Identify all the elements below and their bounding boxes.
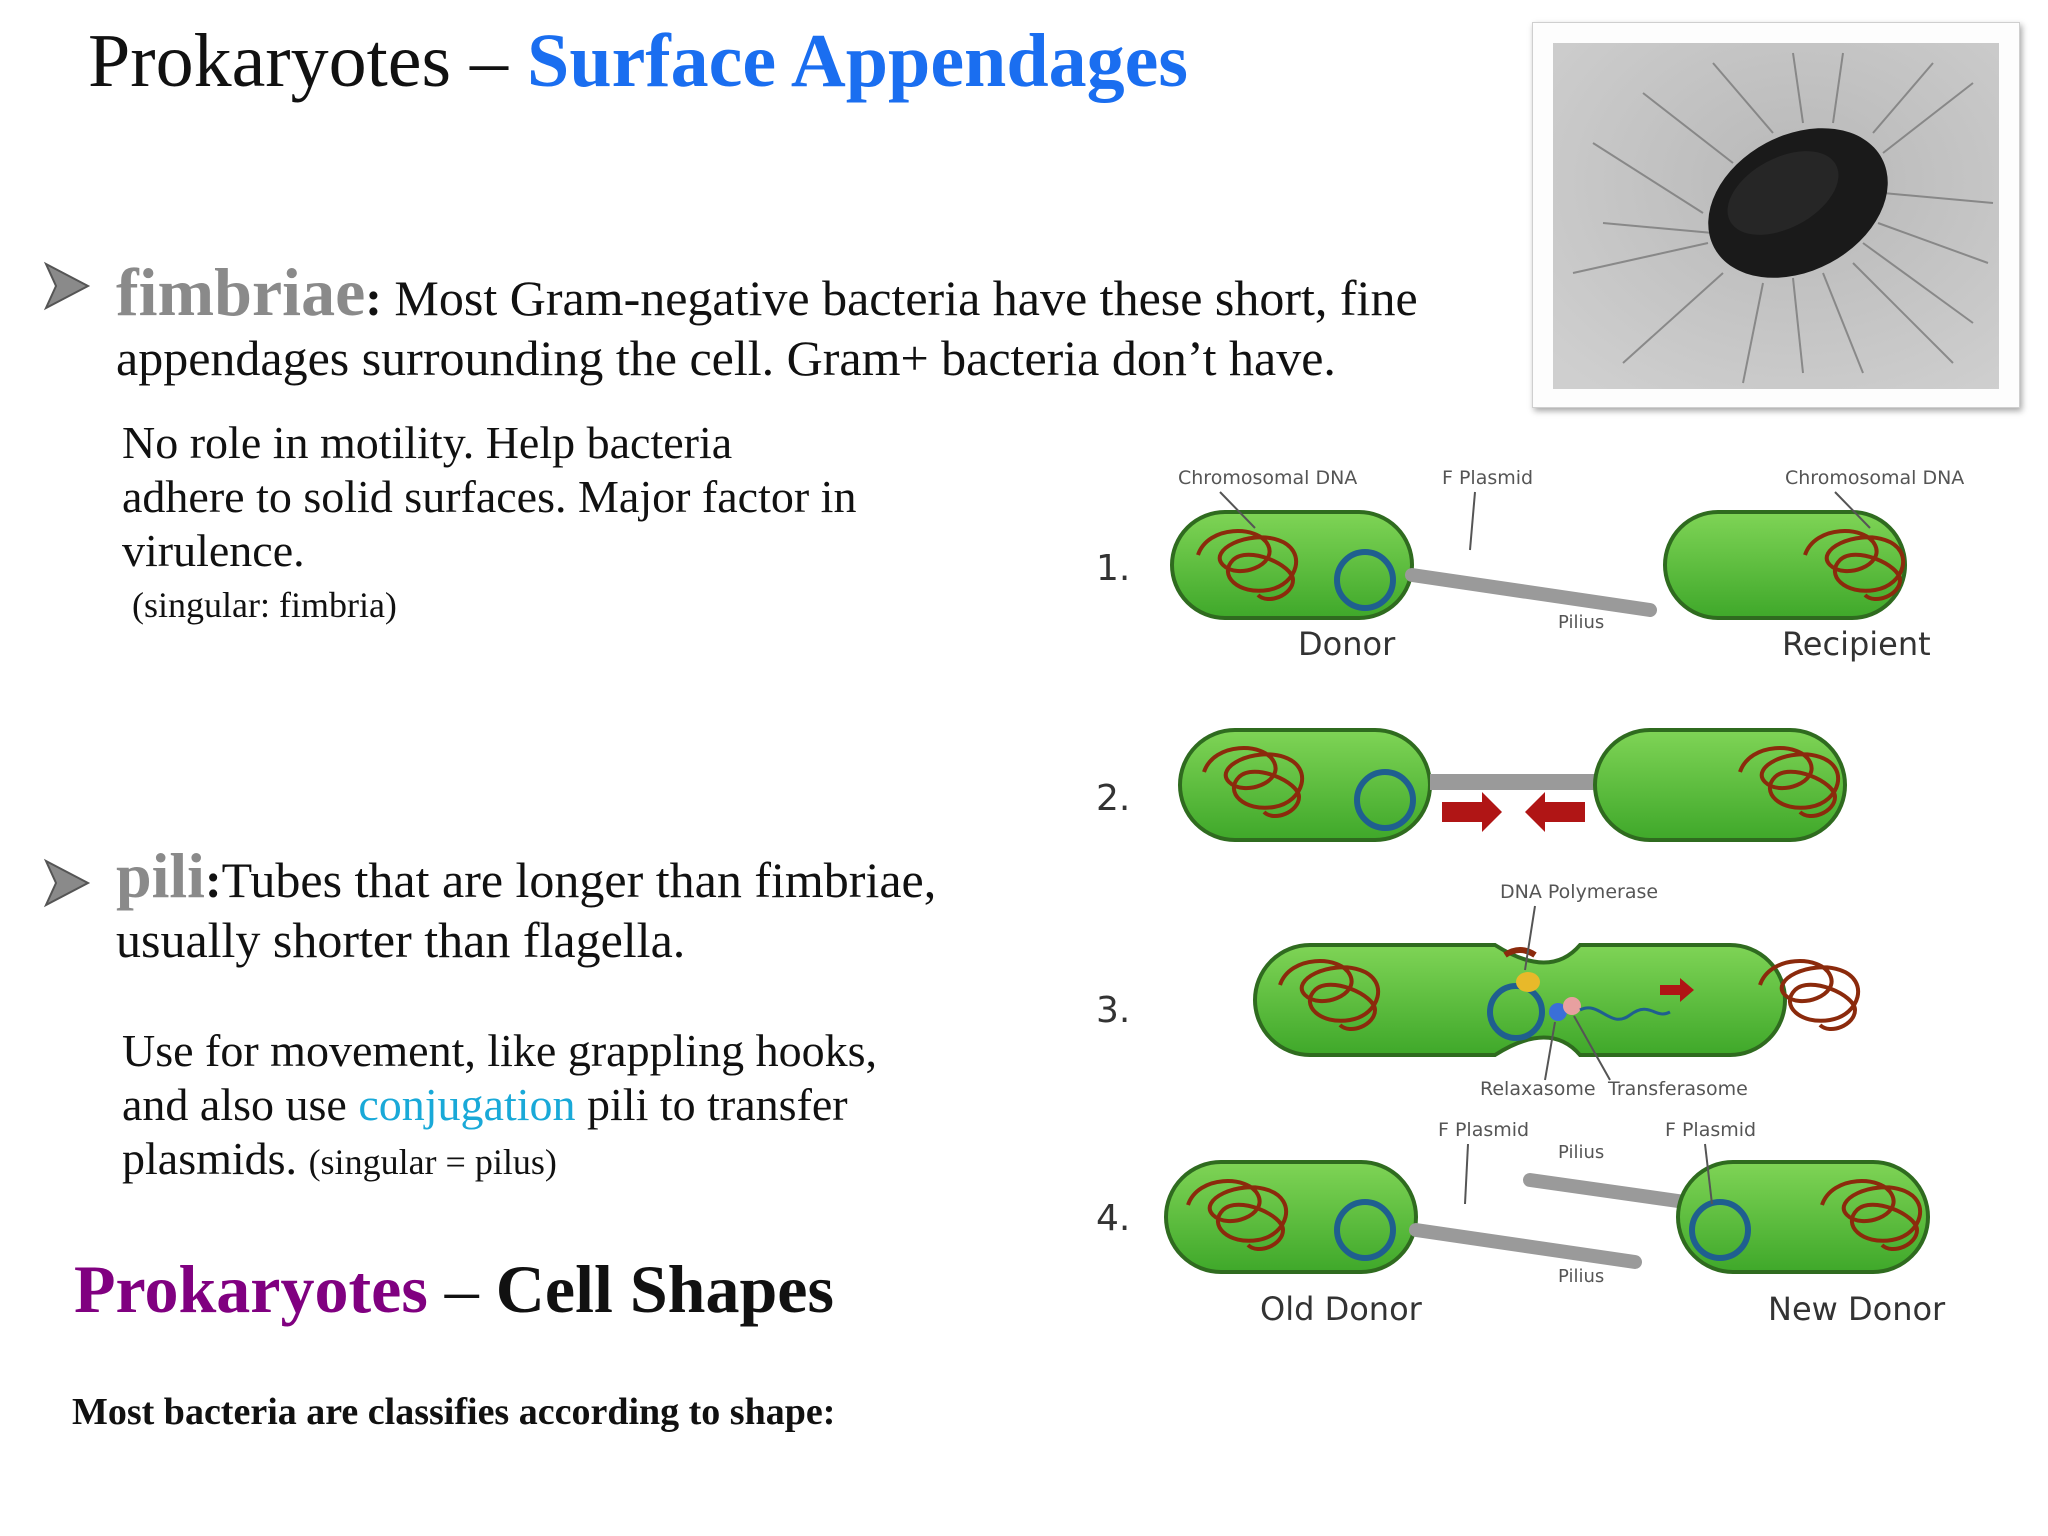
f-plasmid-icon — [1334, 549, 1396, 611]
fimbriae-detail-line2: adhere to solid surfaces. Major factor i… — [122, 471, 857, 522]
pilius-label-4-top: Pilius — [1558, 1142, 1604, 1163]
f-plasmid-label-top: F Plasmid — [1442, 467, 1533, 489]
cell-shapes-accent: Prokaryotes — [74, 1251, 428, 1327]
cell-shapes-rest: Cell Shapes — [495, 1251, 834, 1327]
chromosomal-dna-label-left: Chromosomal DNA — [1178, 467, 1357, 489]
dna-polymerase-marker — [1503, 947, 1537, 958]
micrograph-image — [1553, 43, 1999, 389]
f-plasmid-label-left-4: F Plasmid — [1438, 1119, 1529, 1141]
pili-definition: pili:Tubes that are longer than fimbriae… — [116, 844, 1076, 970]
fimbriae-line2: appendages surrounding the cell. Gram+ b… — [116, 330, 1336, 386]
conjugation-diagram: 1. Chromosomal DNA F Plasmid Chromosomal… — [1080, 440, 2040, 1340]
transferasome-icon — [1563, 997, 1581, 1015]
step-2-label: 2. — [1096, 778, 1130, 819]
fimbriae-colon: : — [365, 270, 382, 326]
pilus-4-bottom — [1409, 1223, 1642, 1269]
conjugating-cells — [1253, 943, 1787, 1057]
old-donor-label: Old Donor — [1260, 1290, 1423, 1328]
f-plasmid-icon — [1689, 1199, 1751, 1261]
recipient-label: Recipient — [1782, 625, 1931, 663]
pilus-2 — [1430, 774, 1595, 790]
fimbriae-term: fimbriae — [116, 254, 366, 330]
pilius-label-4-bottom: Pilius — [1558, 1266, 1604, 1287]
page-title: Prokaryotes – Surface Appendages — [88, 18, 1188, 105]
donor-label: Donor — [1298, 625, 1396, 663]
new-donor-label: New Donor — [1768, 1290, 1946, 1328]
fimbriae-definition: fimbriae: Most Gram-negative bacteria ha… — [116, 258, 1496, 388]
shape-classification-note: Most bacteria are classifies according t… — [72, 1391, 836, 1433]
title-main: Prokaryotes — [88, 19, 452, 103]
fimbriae-line1: Most Gram-negative bacteria have these s… — [381, 270, 1418, 326]
bacteria-micrograph — [1532, 22, 2020, 408]
pili-colon: : — [204, 852, 222, 908]
pili-singular: (singular = pilus) — [308, 1142, 557, 1182]
pilius-label-1: Pilius — [1558, 612, 1604, 633]
bullet-arrow-icon — [40, 855, 100, 915]
pili-detail-line1: Use for movement, like grappling hooks, — [122, 1025, 878, 1076]
recipient-cell-2 — [1593, 728, 1847, 842]
pilus-4-top — [1523, 1173, 1692, 1209]
pili-detail: Use for movement, like grappling hooks, … — [122, 1024, 1042, 1189]
f-plasmid-icon — [1354, 769, 1416, 831]
transferasome-label: Transferasome — [1607, 1078, 1748, 1100]
pili-detail-line2-post: pili to transfer — [575, 1079, 848, 1130]
f-plasmid-icon — [1334, 1199, 1396, 1261]
f-plasmid-label-right-4: F Plasmid — [1665, 1119, 1756, 1141]
dna-polymerase-icon — [1516, 972, 1540, 992]
pili-term: pili — [116, 840, 205, 911]
relaxasome-icon — [1549, 1003, 1567, 1021]
f-plasmid-icon — [1487, 983, 1545, 1041]
donor-cell-1 — [1170, 510, 1414, 620]
retract-arrow-right-icon — [1442, 792, 1502, 832]
retract-arrow-left-icon — [1525, 792, 1585, 832]
fimbriae-singular: (singular: fimbria) — [132, 585, 397, 625]
fimbriae-detail: No role in motility. Help bacteria adher… — [122, 416, 1022, 632]
relaxasome-label: Relaxasome — [1480, 1078, 1596, 1100]
conjugation-link: conjugation — [358, 1079, 576, 1130]
chromosomal-dna-label-right: Chromosomal DNA — [1785, 467, 1964, 489]
title-dash: – — [451, 19, 528, 103]
step-4-label: 4. — [1096, 1198, 1130, 1239]
bullet-arrow-icon — [40, 258, 100, 318]
transfer-arrow-icon — [1660, 978, 1694, 1002]
step-1-label: 1. — [1096, 548, 1130, 589]
fimbriae-detail-line3: virulence. — [122, 525, 305, 576]
step-3-label: 3. — [1096, 990, 1130, 1031]
pili-line2: usually shorter than flagella. — [116, 912, 686, 968]
donor-cell-2 — [1178, 728, 1432, 842]
cell-shapes-heading: Prokaryotes – Cell Shapes — [74, 1250, 834, 1329]
pili-detail-line2-pre: and also use — [122, 1079, 359, 1130]
dna-polymerase-label: DNA Polymerase — [1500, 881, 1658, 903]
cell-shapes-dash: – — [427, 1251, 496, 1327]
pili-line1: Tubes that are longer than fimbriae, — [221, 852, 937, 908]
fimbriae-detail-line1: No role in motility. Help bacteria — [122, 417, 733, 468]
pili-detail-line3: plasmids. — [122, 1133, 309, 1184]
recipient-cell-1 — [1663, 510, 1907, 620]
title-accent: Surface Appendages — [527, 19, 1188, 103]
conjugation-diagram-svg: 1. Chromosomal DNA F Plasmid Chromosomal… — [1096, 467, 1964, 1328]
pilus-1 — [1405, 568, 1657, 617]
